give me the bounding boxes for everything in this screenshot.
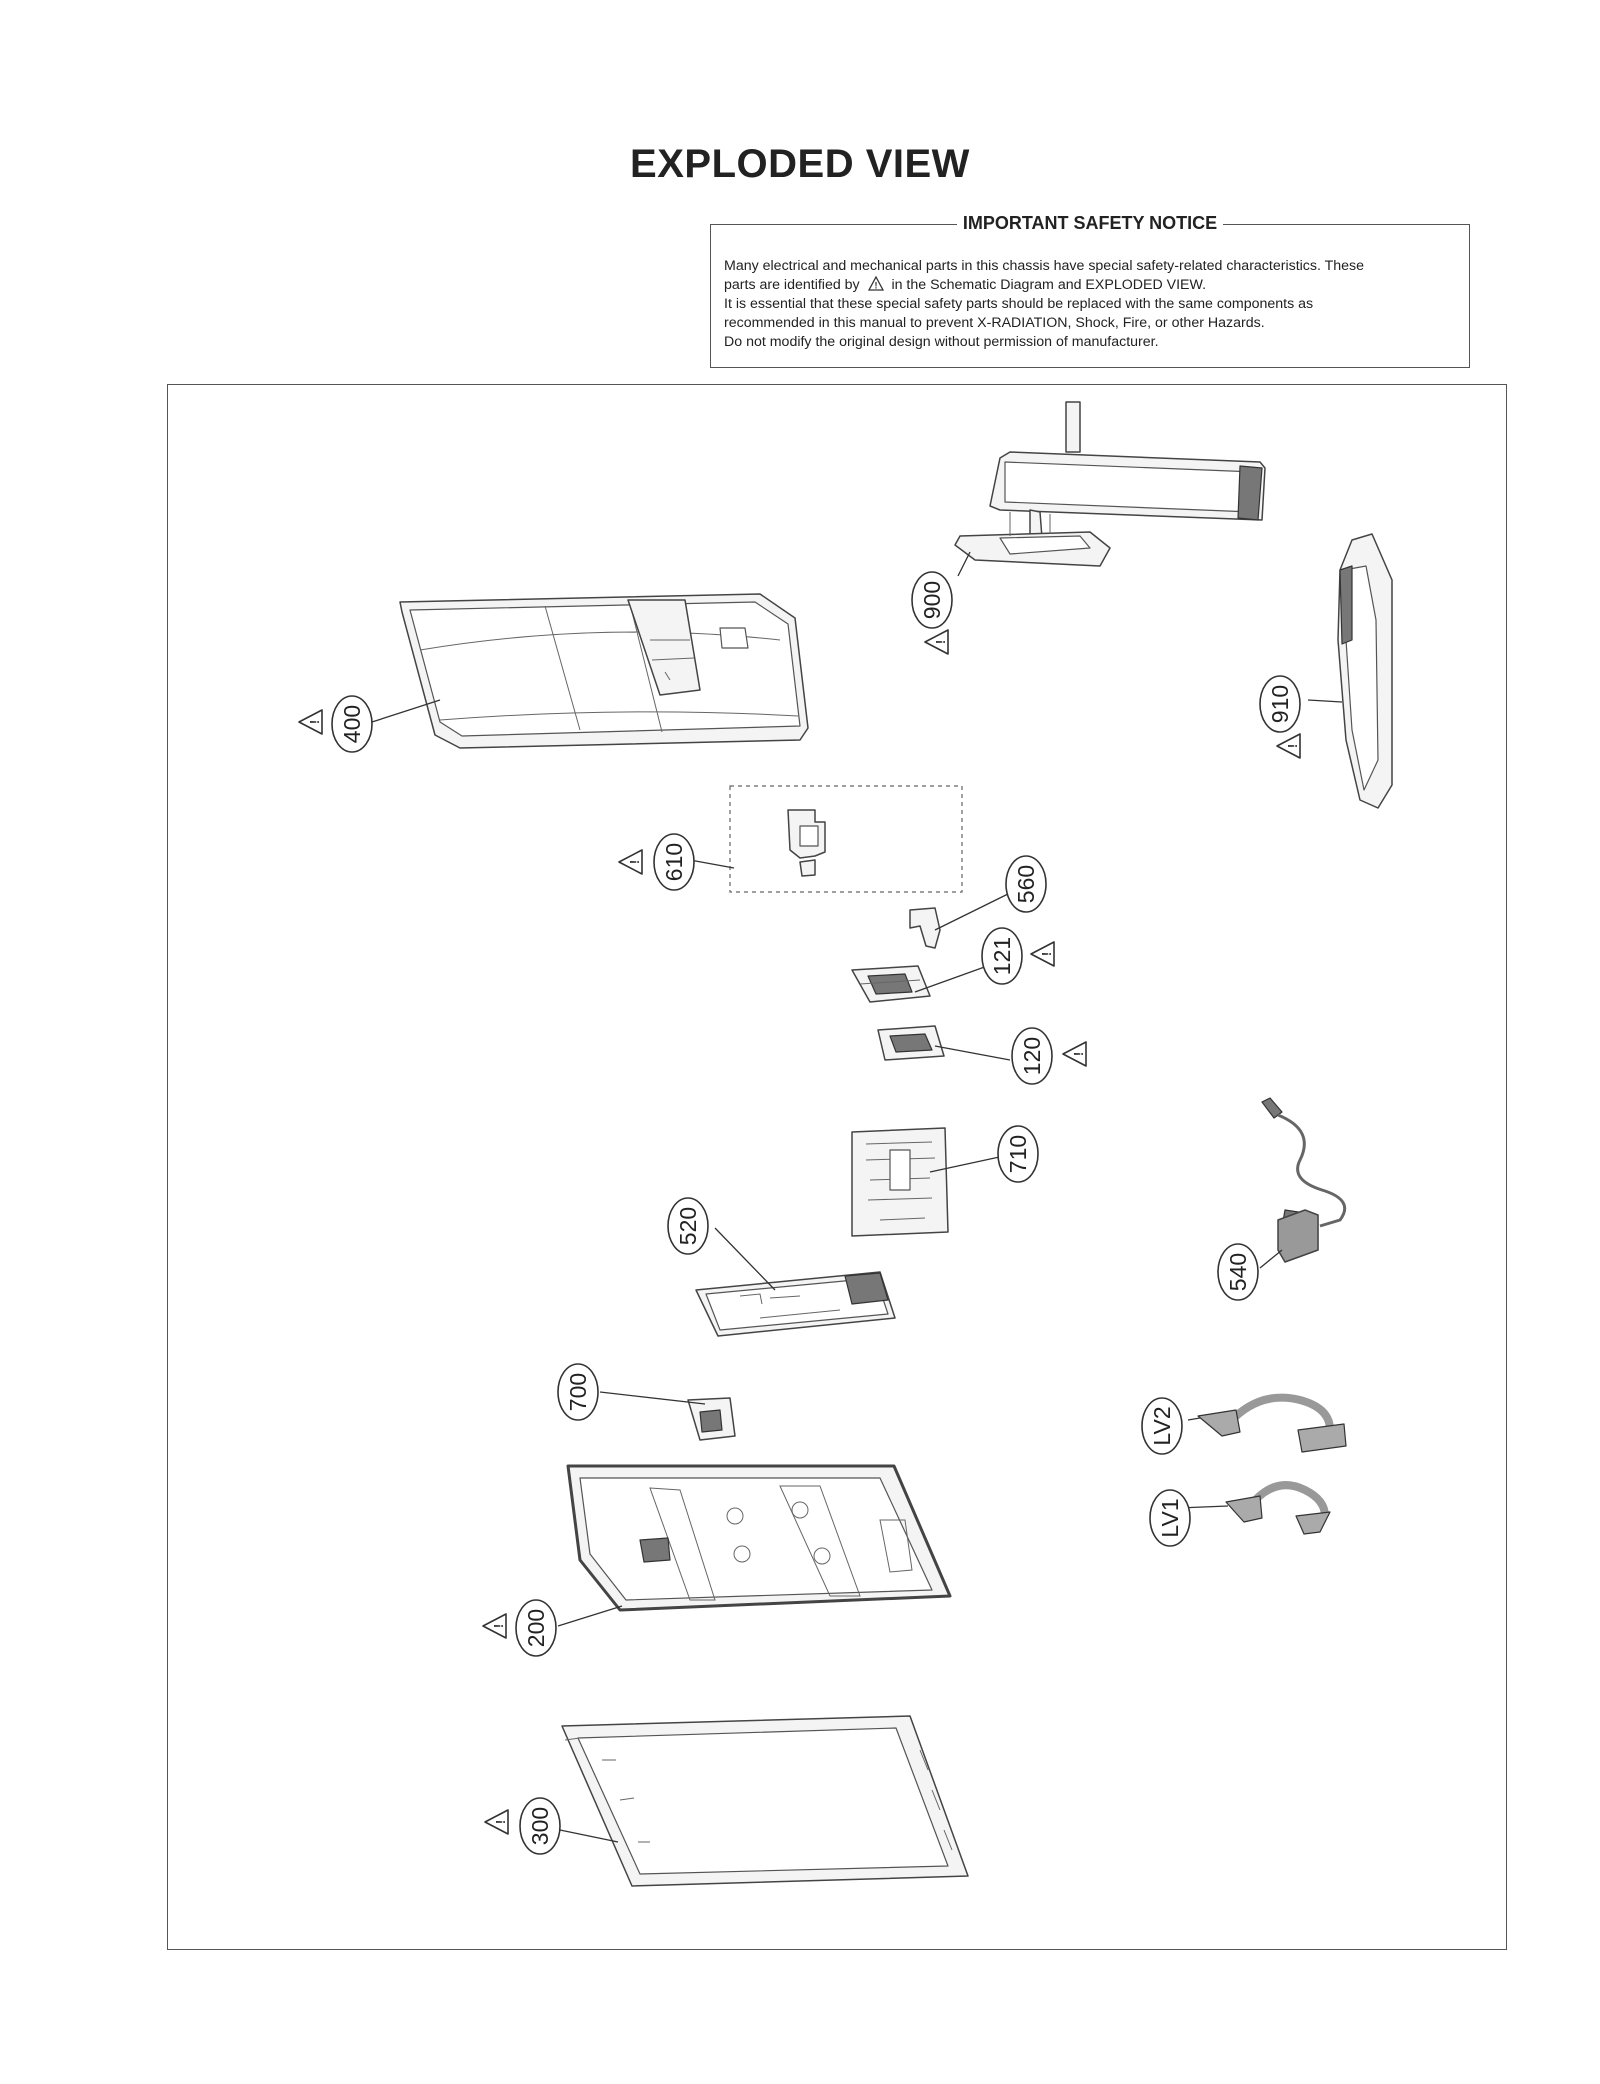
warning-triangle-icon-610: ! — [618, 849, 643, 875]
callout-lv2: LV2 — [1141, 1397, 1183, 1455]
svg-text:900: 900 — [919, 581, 945, 619]
part-200-chassis-frame — [566, 1464, 952, 1612]
callout-540: 540 — [1217, 1243, 1259, 1301]
part-900-stand — [954, 401, 1266, 567]
notice-line-2-end: in the Schematic Diagram and EXPLODED VI… — [891, 277, 1207, 293]
warning-triangle-icon-910: ! — [1276, 733, 1301, 759]
callout-560: 560 — [1005, 855, 1047, 913]
callout-520: 520 — [667, 1197, 709, 1255]
svg-text:700: 700 — [565, 1373, 591, 1411]
svg-text:LV1: LV1 — [1157, 1498, 1183, 1537]
callout-710: 710 — [997, 1125, 1039, 1183]
callout-200: 200 — [515, 1599, 557, 1657]
svg-text:200: 200 — [523, 1609, 549, 1647]
svg-text:300: 300 — [527, 1807, 553, 1845]
svg-text:710: 710 — [1005, 1135, 1031, 1173]
callout-610: 610 — [653, 833, 695, 891]
callout-400: 400 — [331, 695, 373, 753]
svg-text:!: ! — [1039, 952, 1054, 956]
safety-notice-box: IMPORTANT SAFETY NOTICE Many electrical … — [710, 213, 1470, 368]
svg-text:121: 121 — [989, 937, 1015, 975]
part-610-subassembly — [729, 785, 963, 893]
part-710-bracket — [851, 1127, 949, 1237]
callout-700: 700 — [557, 1363, 599, 1421]
svg-text:!: ! — [627, 860, 642, 864]
part-560-bracket — [909, 907, 941, 949]
part-300-front-bezel — [561, 1715, 969, 1887]
part-910-stand-neck — [1337, 533, 1393, 809]
callout-300: 300 — [519, 1797, 561, 1855]
svg-text:LV2: LV2 — [1149, 1406, 1175, 1445]
svg-text:910: 910 — [1267, 685, 1293, 723]
notice-line-2: parts are identified by ! in the Schemat… — [724, 276, 1456, 295]
warning-triangle-icon-900: ! — [924, 629, 949, 655]
part-120-board — [877, 1025, 945, 1061]
svg-text:!: ! — [1285, 744, 1300, 748]
warning-triangle-icon: ! — [867, 276, 884, 291]
part-540-power-adapter — [1261, 1097, 1346, 1263]
callout-lv1: LV1 — [1149, 1489, 1191, 1547]
part-lv2-cable — [1197, 1393, 1347, 1453]
notice-line-4: recommended in this manual to prevent X-… — [724, 315, 1265, 331]
svg-text:!: ! — [307, 720, 322, 724]
part-121-board — [851, 965, 931, 1003]
svg-text:120: 120 — [1019, 1037, 1045, 1075]
notice-line-3: It is essential that these special safet… — [724, 296, 1314, 312]
callout-121: 121 — [981, 927, 1023, 985]
part-lv1-cable — [1225, 1481, 1331, 1535]
exploded-view-frame — [167, 384, 1507, 1950]
callout-910: 910 — [1259, 675, 1301, 733]
svg-text:400: 400 — [339, 705, 365, 743]
safety-notice-heading: IMPORTANT SAFETY NOTICE — [711, 213, 1469, 234]
page-title: EXPLODED VIEW — [630, 142, 970, 186]
callout-900: 900 — [911, 571, 953, 629]
safety-notice-heading-text: IMPORTANT SAFETY NOTICE — [956, 213, 1224, 233]
notice-line-5: Do not modify the original design withou… — [724, 334, 1159, 350]
part-520-main-board — [695, 1271, 896, 1337]
notice-line-1: Many electrical and mechanical parts in … — [724, 258, 1365, 274]
svg-text:610: 610 — [661, 843, 687, 881]
safety-notice-body: Many electrical and mechanical parts in … — [724, 257, 1456, 352]
part-700-bracket — [687, 1397, 736, 1441]
svg-text:!: ! — [1071, 1052, 1086, 1056]
callout-120: 120 — [1011, 1027, 1053, 1085]
svg-text:!: ! — [874, 281, 877, 291]
svg-text:520: 520 — [675, 1207, 701, 1245]
svg-text:!: ! — [493, 1820, 508, 1824]
warning-triangle-icon-400: ! — [298, 709, 323, 735]
svg-text:!: ! — [491, 1624, 506, 1628]
warning-triangle-icon-121: ! — [1030, 941, 1055, 967]
warning-triangle-icon-200: ! — [482, 1613, 507, 1639]
warning-triangle-icon-120: ! — [1062, 1041, 1087, 1067]
warning-triangle-icon-300: ! — [484, 1809, 509, 1835]
svg-text:540: 540 — [1225, 1253, 1251, 1291]
notice-line-2-start: parts are identified by — [724, 277, 860, 293]
svg-text:!: ! — [933, 640, 948, 644]
svg-text:560: 560 — [1013, 865, 1039, 903]
part-400-back-cover — [399, 593, 809, 749]
